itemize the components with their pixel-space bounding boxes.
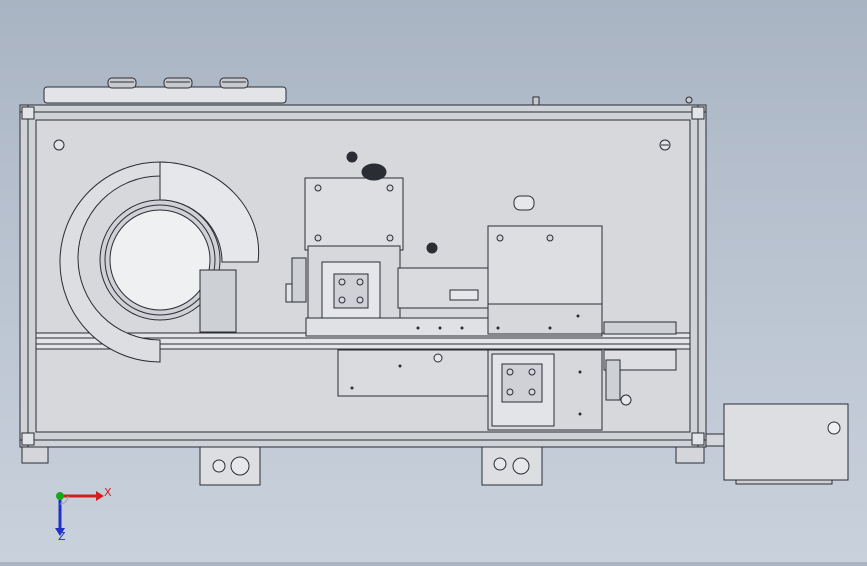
x-axis-label: X [104,486,112,499]
z-axis-label: Z [58,530,66,543]
axis-triad: X Y Z [48,484,118,546]
fastener-details [350,314,582,416]
axis-triad-icon [55,491,104,536]
right-block [487,195,677,335]
bottom-brackets [199,446,543,486]
top-rail [43,77,693,106]
control-box [705,403,849,485]
spool [59,161,260,363]
lower-slide-module [337,349,677,431]
